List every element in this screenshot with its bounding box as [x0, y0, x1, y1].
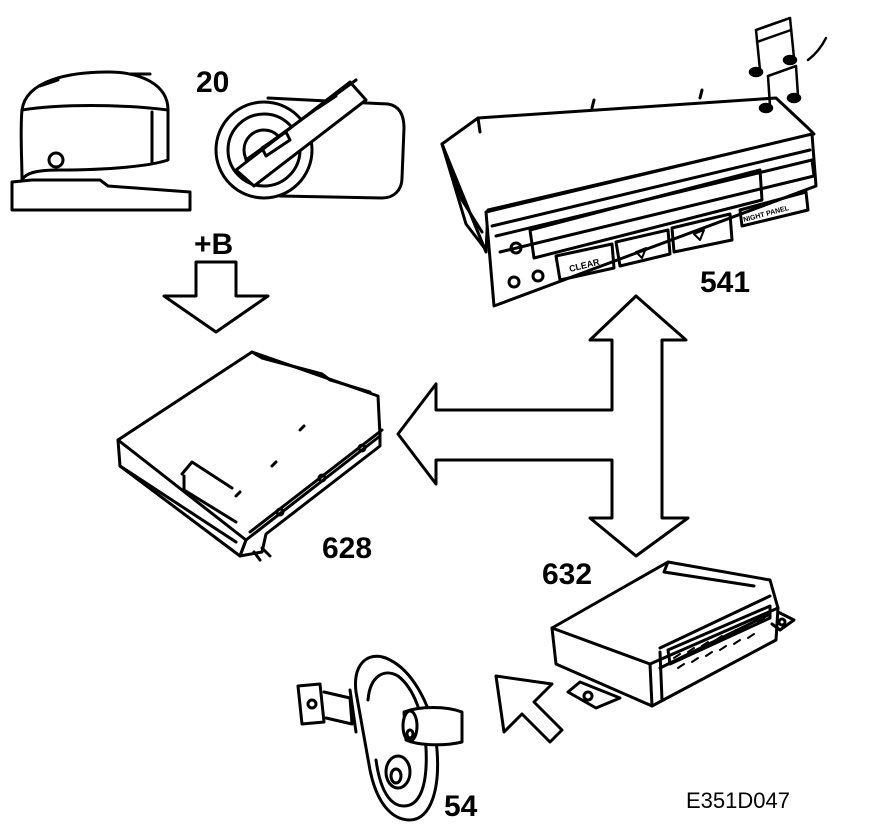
amplifier-unit-icon — [116, 350, 384, 562]
door-switch-label: 54 — [444, 790, 478, 823]
figure-reference: E351D047 — [686, 788, 790, 813]
control-unit-icon — [550, 560, 796, 710]
ignition-lock-icon — [10, 70, 192, 212]
control-unit-label: 632 — [542, 558, 593, 591]
door-switch-icon — [296, 654, 464, 822]
supply-arrow-icon — [162, 260, 270, 334]
switch-label: 20 — [196, 66, 230, 99]
key-switch-icon — [214, 78, 406, 200]
data-bus-arrow-icon — [396, 294, 690, 558]
amplifier-label: 628 — [322, 532, 373, 565]
input-arrow-icon — [494, 674, 564, 744]
radio-label: 541 — [700, 266, 751, 299]
music-notes-icon — [748, 16, 828, 114]
radio-unit-icon: CLEAR NIGHT PANEL — [440, 88, 818, 308]
supply-label: +B — [194, 228, 234, 261]
